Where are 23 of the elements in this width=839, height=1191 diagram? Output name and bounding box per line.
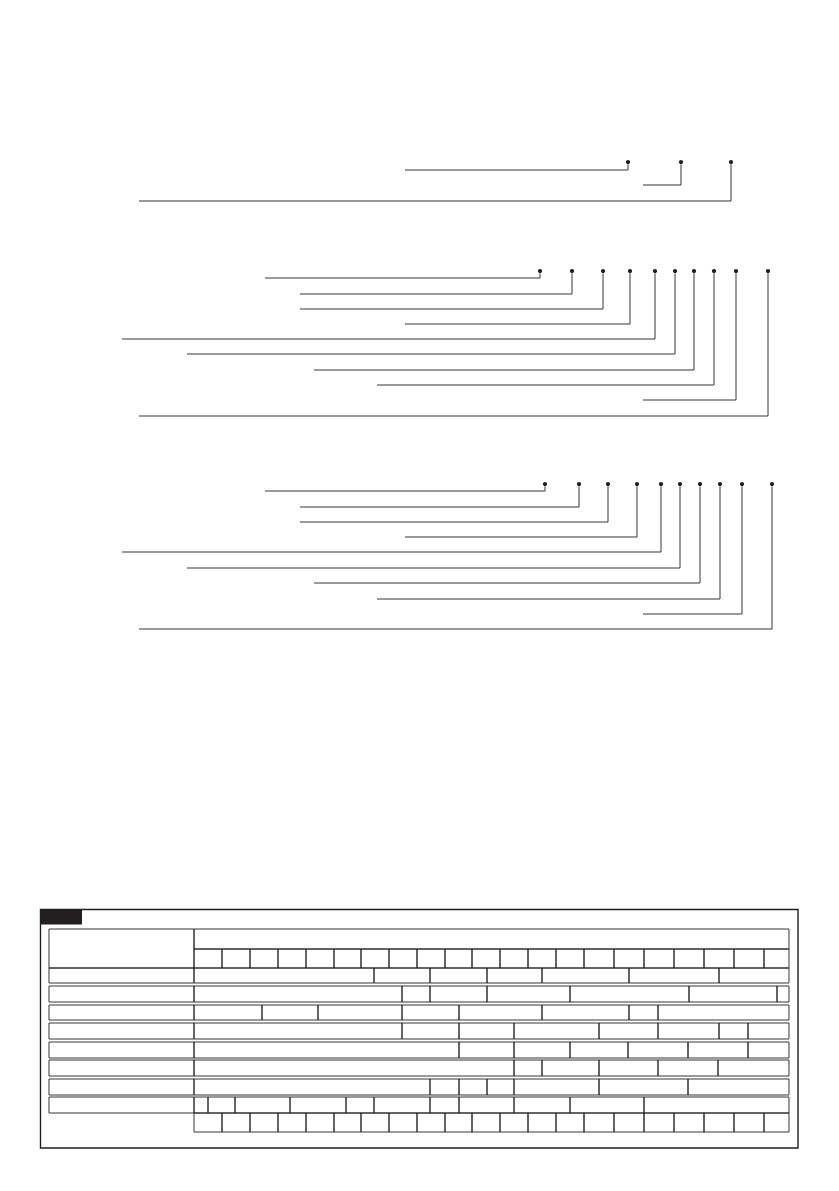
leader-line — [138, 485, 773, 630]
leader-line — [376, 485, 721, 600]
leader-line — [313, 485, 701, 584]
leader-line — [138, 163, 732, 202]
leader-line — [404, 485, 638, 538]
leader-line — [264, 272, 541, 279]
leader-line — [186, 485, 681, 569]
leader-line — [404, 163, 629, 171]
leader-line — [138, 272, 769, 417]
leader-line — [299, 272, 573, 295]
leader-line — [299, 485, 609, 523]
leader-line — [264, 485, 546, 492]
leader-line — [376, 272, 715, 386]
leader-line — [404, 272, 631, 325]
leader-line — [299, 485, 580, 508]
leader-line — [121, 272, 656, 340]
leader-line — [299, 272, 604, 310]
leader-line — [642, 485, 743, 615]
leader-line — [186, 272, 676, 355]
leader-line — [121, 485, 662, 553]
leader-line — [642, 272, 737, 401]
leader-line — [642, 163, 682, 186]
leader-line — [313, 272, 695, 371]
